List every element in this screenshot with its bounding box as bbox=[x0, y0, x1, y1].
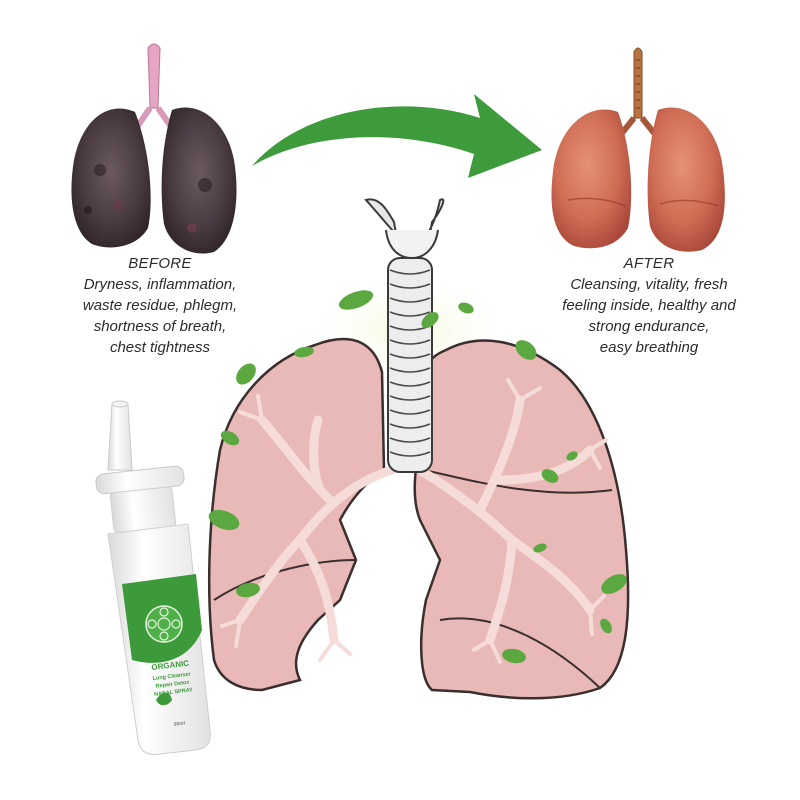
product-volume: 30ml bbox=[173, 720, 186, 727]
before-line-1: Dryness, inflammation, bbox=[83, 276, 237, 293]
after-caption: AFTER Cleansing, vitality, fresh feeling… bbox=[516, 253, 782, 358]
product-name-line3: NASAL SPRAY bbox=[154, 687, 194, 698]
after-line-3: strong endurance, bbox=[588, 318, 710, 335]
after-line-2: feeling inside, healthy and bbox=[562, 297, 736, 314]
nasal-spray-bottle bbox=[95, 400, 211, 755]
leaves bbox=[208, 290, 627, 664]
before-line-4: chest tightness bbox=[109, 339, 211, 356]
trachea bbox=[364, 198, 445, 473]
before-line-3: shortness of breath, bbox=[93, 318, 227, 335]
before-to-after-arrow bbox=[252, 94, 542, 178]
after-line-1: Cleansing, vitality, fresh bbox=[570, 276, 728, 293]
product-name-line2: Repair Detox bbox=[155, 680, 190, 690]
before-caption: BEFORE Dryness, inflammation, waste resi… bbox=[40, 253, 280, 358]
before-title: BEFORE bbox=[128, 255, 192, 272]
product-name-line1: Lung Cleanser bbox=[152, 671, 192, 682]
before-line-2: waste residue, phlegm, bbox=[82, 297, 238, 314]
lungs-diagram bbox=[207, 198, 630, 700]
after-lungs-image bbox=[551, 47, 725, 252]
after-title: AFTER bbox=[623, 255, 675, 272]
bronchi bbox=[235, 395, 595, 645]
after-line-4: easy breathing bbox=[599, 339, 699, 356]
before-lungs-image bbox=[71, 43, 237, 254]
